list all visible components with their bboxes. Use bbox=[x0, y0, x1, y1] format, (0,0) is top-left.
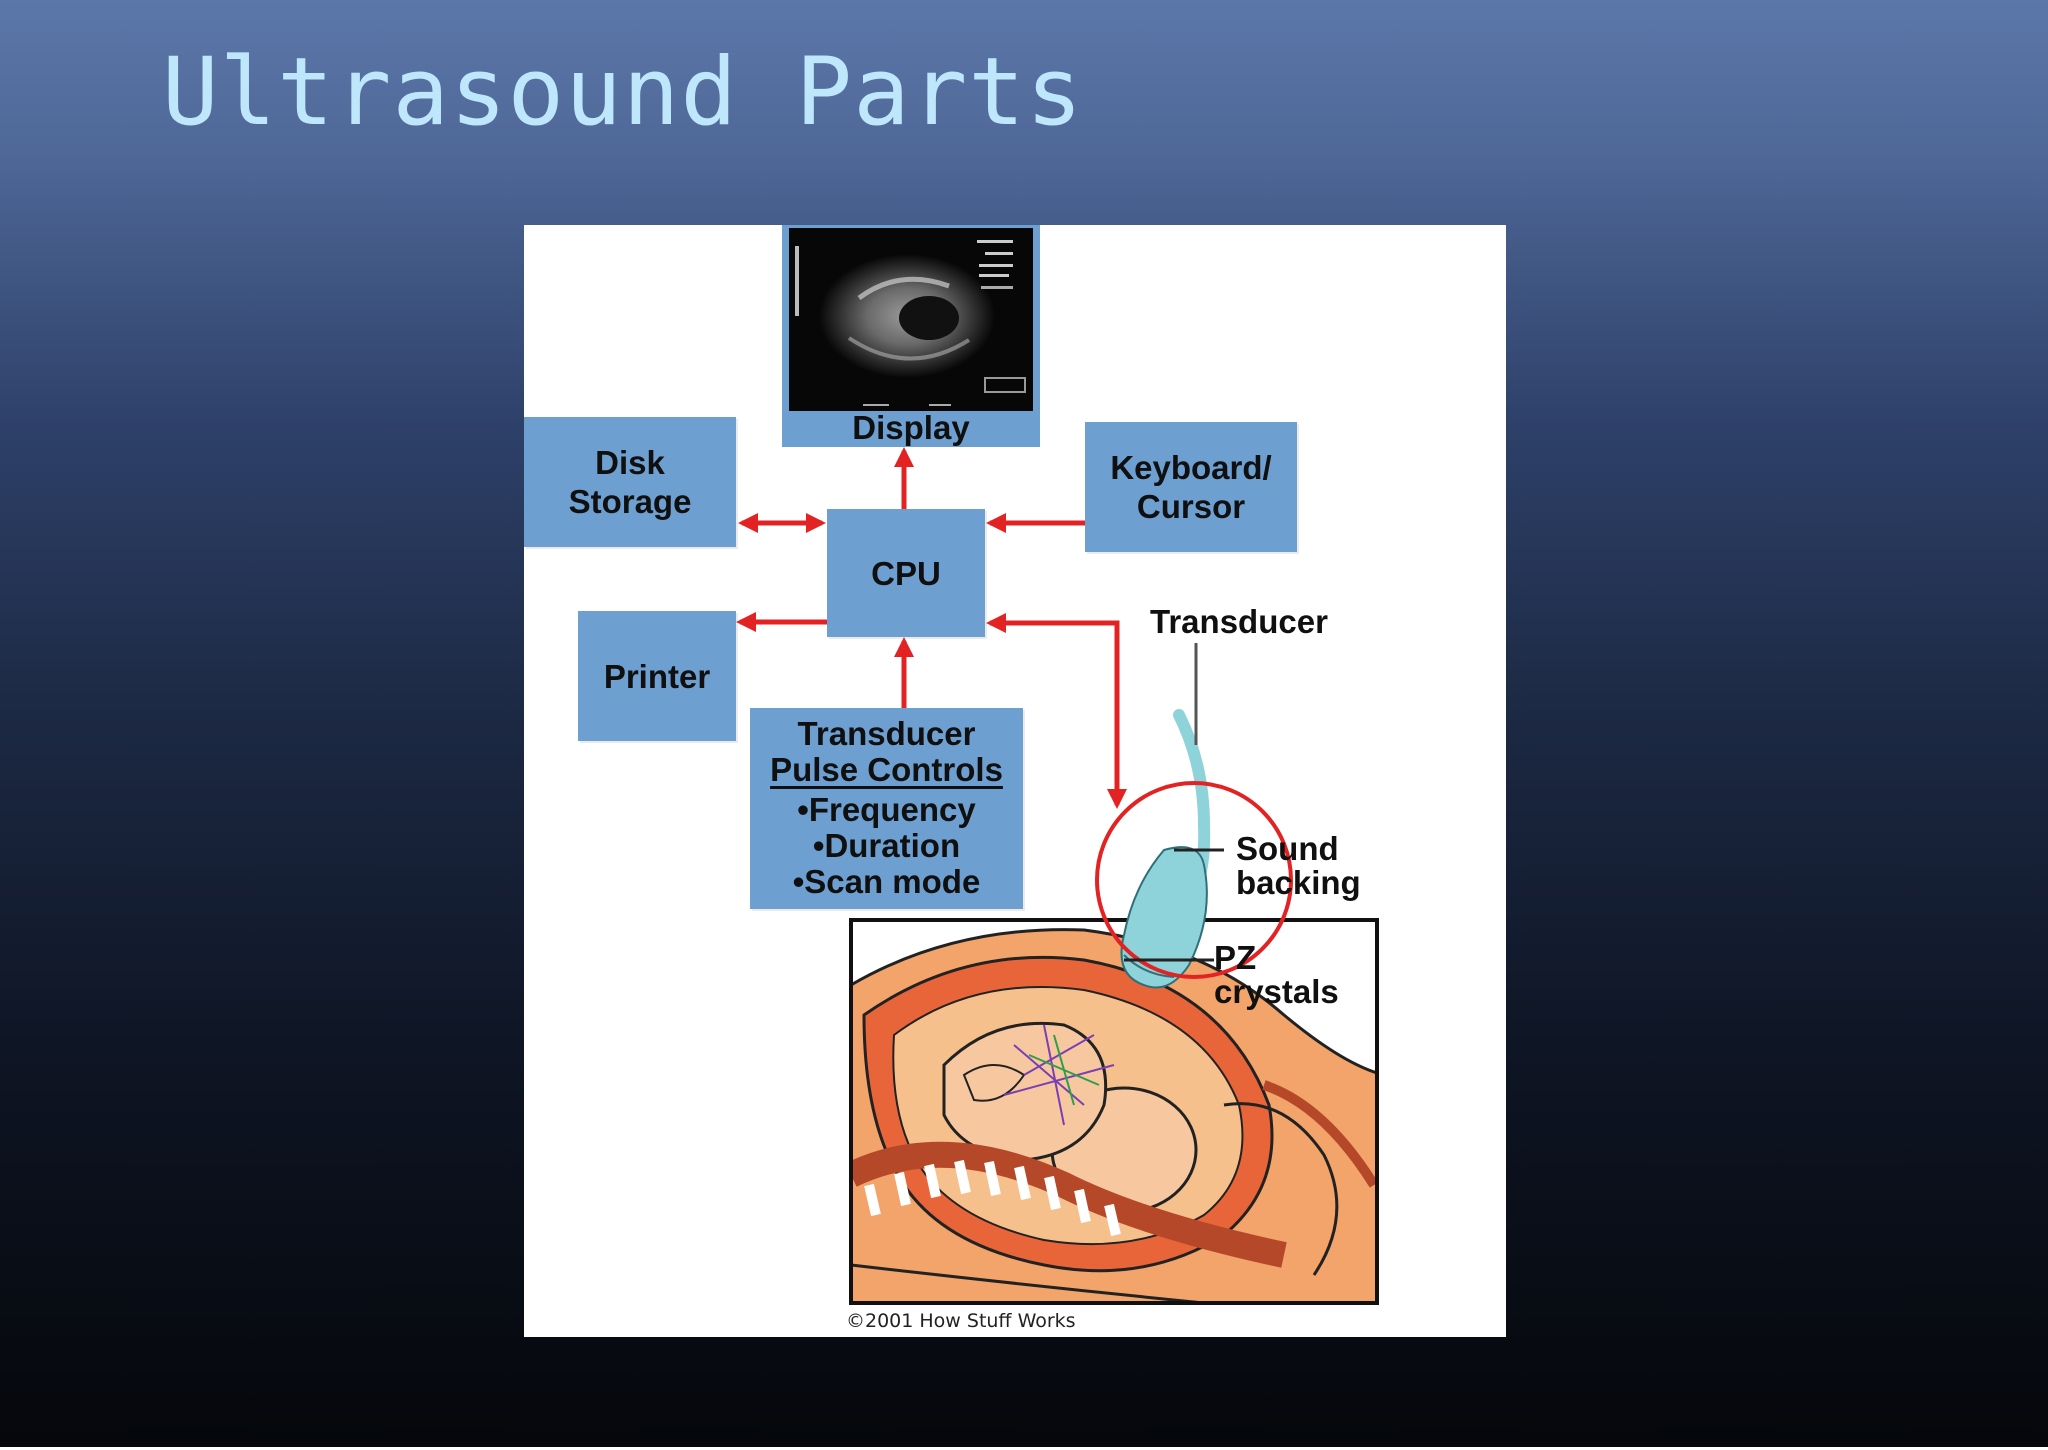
pz-crystals-line-2: crystals bbox=[1214, 973, 1339, 1010]
bottom-edge-strip bbox=[0, 1447, 2048, 1450]
pulse-controls-box: Transducer Pulse Controls •Frequency •Du… bbox=[750, 708, 1023, 909]
pulse-control-item-duration: •Duration bbox=[812, 827, 961, 864]
sound-backing-line-2: backing bbox=[1236, 864, 1361, 901]
pulse-controls-title: Transducer bbox=[797, 715, 976, 752]
pregnancy-illustration bbox=[851, 920, 1377, 1303]
pulse-controls-subtitle: Pulse Controls bbox=[770, 751, 1003, 788]
ultrasound-diagram: Display Disk Storage Keyboard/ Cursor CP… bbox=[524, 225, 1506, 1337]
disk-storage-line-1: Disk bbox=[595, 444, 665, 481]
keyboard-cursor-line-1: Keyboard/ bbox=[1110, 449, 1272, 486]
printer-box: Printer bbox=[578, 611, 736, 741]
ultrasound-screen-image bbox=[789, 228, 1033, 411]
disk-storage-box: Disk Storage bbox=[524, 417, 736, 547]
cpu-box: CPU bbox=[827, 509, 985, 637]
illustration-frame bbox=[849, 918, 1379, 1305]
diagram-graphics bbox=[736, 447, 1379, 1305]
keyboard-cursor-box: Keyboard/ Cursor bbox=[1085, 422, 1297, 552]
pz-crystals-line-1: PZ bbox=[1214, 939, 1257, 976]
display-box: Display bbox=[782, 225, 1040, 447]
display-label: Display bbox=[852, 409, 970, 446]
highlight-circle bbox=[1095, 781, 1293, 979]
transducer-probe bbox=[1120, 709, 1211, 989]
keyboard-cursor-line-2: Cursor bbox=[1136, 488, 1246, 525]
pulse-control-item-scan-mode: •Scan mode bbox=[792, 863, 981, 900]
disk-storage-line-2: Storage bbox=[568, 483, 692, 520]
pz-crystals-label: PZ crystals bbox=[1214, 941, 1339, 1009]
transducer-label: Transducer bbox=[1150, 603, 1328, 640]
copyright-text: ©2001 How Stuff Works bbox=[846, 1310, 1076, 1332]
printer-label: Printer bbox=[603, 657, 711, 695]
slide-title: Ultrasound Parts bbox=[162, 38, 1084, 147]
sound-backing-label: Sound backing bbox=[1236, 832, 1361, 900]
arrow-transducer-cpu bbox=[986, 613, 1127, 809]
pulse-control-item-frequency: •Frequency bbox=[797, 791, 976, 828]
sound-backing-line-1: Sound bbox=[1236, 830, 1339, 867]
cpu-label: CPU bbox=[871, 554, 941, 592]
